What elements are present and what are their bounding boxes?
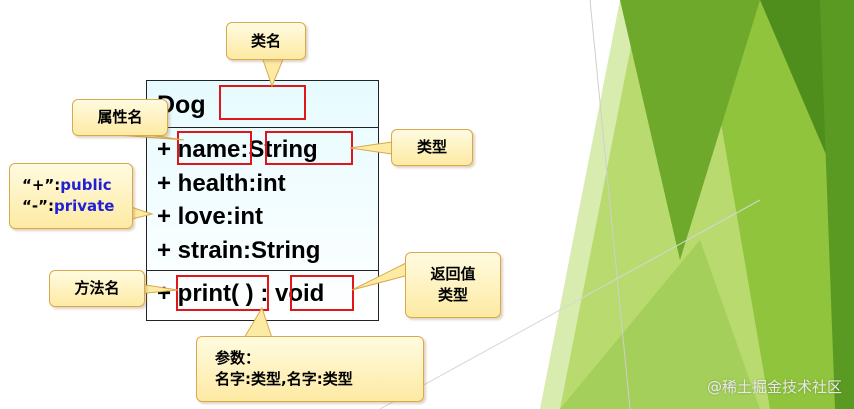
callout-class-name: 类名 — [226, 22, 306, 60]
parameters-line2: 名字:类型,名字:类型 — [215, 370, 353, 388]
return-type-line1: 返回值 — [430, 265, 476, 283]
visibility-public-line: “+”:public — [22, 175, 112, 196]
attribute-strain: + strain:String — [157, 237, 321, 264]
uml-class-box: Dog + name:String + health:int + love:in… — [146, 80, 379, 321]
attribute-name-highlight — [177, 131, 252, 165]
class-name-highlight — [219, 85, 306, 120]
callout-method-name: 方法名 — [49, 270, 145, 307]
callout-class-name-text: 类名 — [250, 31, 281, 50]
callout-attribute-name: 属性名 — [72, 99, 168, 136]
method-print: + print( ) : void — [157, 280, 325, 307]
callout-type: 类型 — [391, 129, 473, 166]
callout-type-text: 类型 — [416, 138, 447, 156]
public-keyword: public — [60, 176, 112, 194]
return-type-highlight — [290, 275, 354, 311]
callout-attribute-name-text: 属性名 — [97, 108, 143, 126]
public-symbol: “+”: — [22, 176, 61, 194]
visibility-private-line: “-”:private — [22, 196, 114, 217]
callout-parameters: 参数： 名字:类型,名字:类型 — [196, 336, 424, 402]
private-keyword: private — [53, 197, 115, 215]
attribute-type-highlight — [265, 131, 353, 165]
attribute-love: + love:int — [157, 203, 264, 230]
watermark: @稀土掘金技术社区 — [706, 378, 842, 396]
private-symbol: “-”: — [22, 197, 54, 215]
callout-method-name-text: 方法名 — [74, 279, 120, 297]
callout-visibility: “+”:public “-”:private — [9, 163, 133, 229]
return-type-line2: 类型 — [437, 286, 468, 304]
uml-divider-top — [147, 127, 378, 128]
uml-divider-bottom — [147, 270, 378, 271]
attribute-health: + health:int — [157, 170, 286, 197]
method-name-highlight — [176, 275, 269, 311]
attribute-name: + name:String — [157, 136, 318, 163]
callout-return-type: 返回值 类型 — [405, 252, 501, 318]
parameters-line1: 参数： — [215, 349, 261, 367]
